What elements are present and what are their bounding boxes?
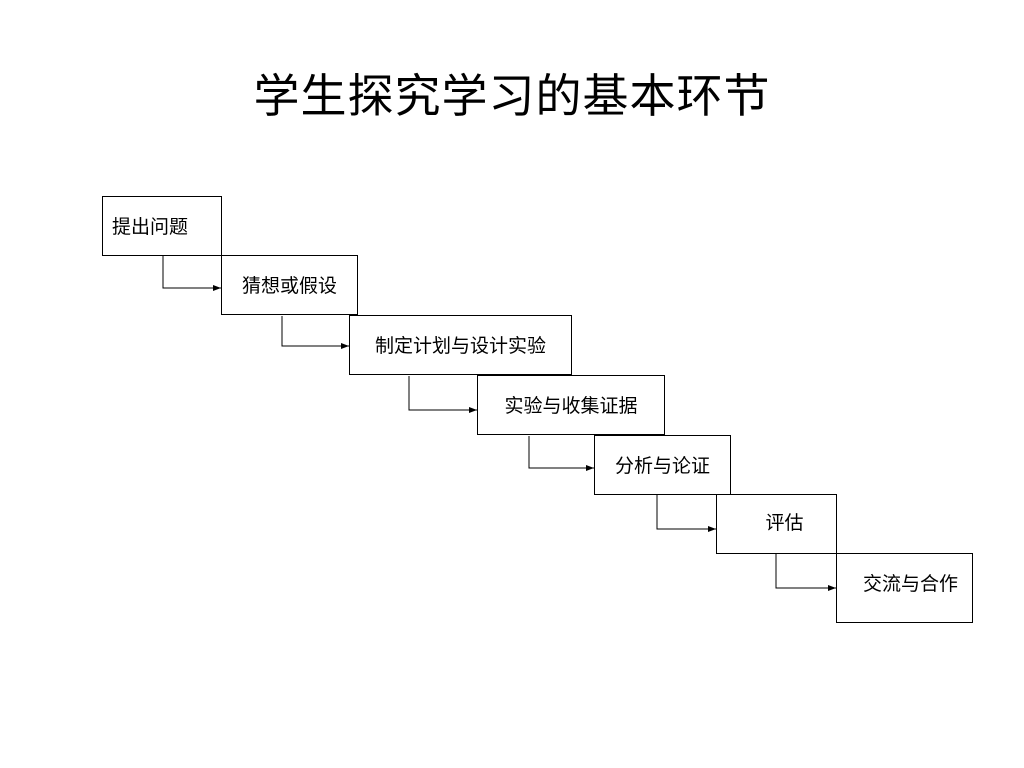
step-box-evaluate: 评估: [716, 494, 837, 554]
step-box-plan-experiment: 制定计划与设计实验: [349, 315, 572, 375]
step-label: 提出问题: [112, 216, 189, 238]
connector-arrow-4: [528, 436, 594, 471]
connector-arrow-2: [281, 316, 349, 349]
connector-arrow-6: [775, 554, 836, 591]
step-box-communicate: 交流与合作: [836, 553, 973, 623]
step-label: 猜想或假设: [241, 275, 337, 297]
step-box-collect-evidence: 实验与收集证据: [477, 375, 665, 435]
diagram-title: 学生探究学习的基本环节: [253, 69, 771, 123]
step-label: 实验与收集证据: [504, 395, 638, 417]
step-box-ask-question: 提出问题: [102, 196, 222, 256]
step-label: 分析与论证: [614, 455, 710, 477]
connector-arrow-3: [408, 376, 477, 413]
step-label: 制定计划与设计实验: [374, 335, 546, 357]
step-box-hypothesis: 猜想或假设: [221, 255, 358, 315]
step-label: 评估: [765, 512, 804, 534]
connector-arrow-1: [162, 256, 221, 291]
step-box-analyze: 分析与论证: [594, 435, 731, 495]
connector-arrow-5: [656, 495, 716, 532]
step-label: 交流与合作: [862, 573, 958, 595]
